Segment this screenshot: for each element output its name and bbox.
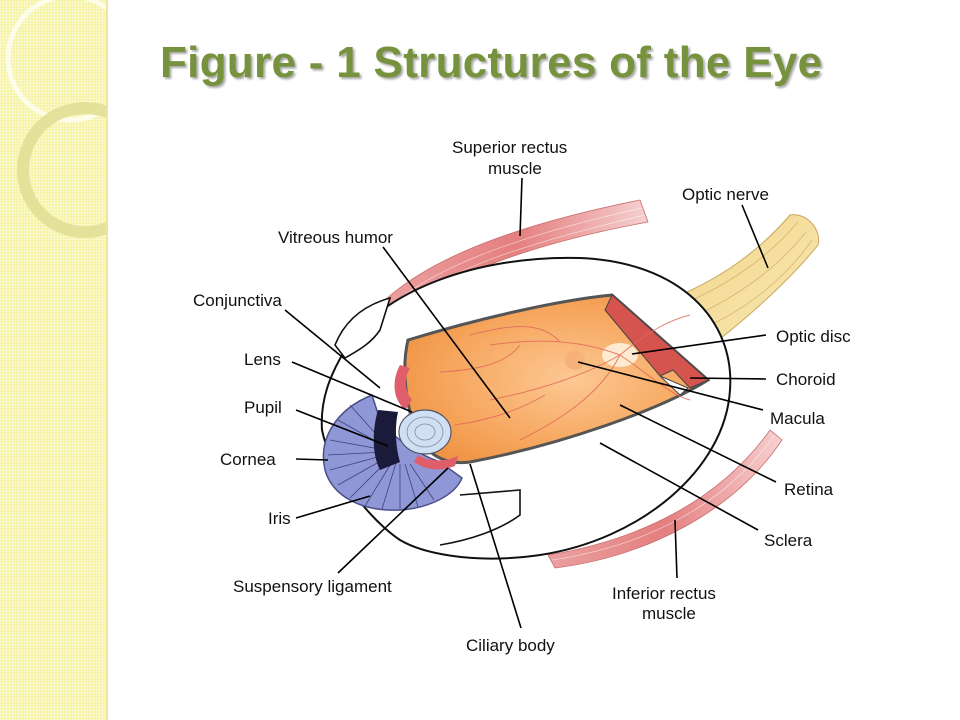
label-sclera: Sclera — [764, 531, 813, 550]
ciliary-body — [394, 365, 412, 410]
page-title: Figure - 1 Structures of the Eye — [160, 38, 823, 87]
label-superior-rectus: Superior rectus — [452, 138, 567, 157]
label-pupil: Pupil — [244, 398, 282, 417]
label-superior-rectus-muscle: muscle — [488, 159, 542, 178]
decorative-sidebar — [0, 0, 108, 720]
label-vitreous-humor: Vitreous humor — [278, 228, 393, 247]
macula — [565, 350, 585, 370]
label-retina: Retina — [784, 480, 834, 499]
label-optic-disc: Optic disc — [776, 327, 851, 346]
label-macula: Macula — [770, 409, 825, 428]
sidebar-circles-decoration — [5, 0, 106, 238]
leader-lines — [284, 177, 777, 629]
label-inferior-rectus: Inferior rectus — [612, 584, 716, 603]
conjunctiva — [334, 296, 392, 360]
label-inferior-rectus-muscle: muscle — [642, 604, 696, 623]
label-iris: Iris — [268, 509, 291, 528]
inferior-rectus-muscle — [547, 429, 783, 569]
label-conjunctiva: Conjunctiva — [193, 291, 282, 310]
label-suspensory-ligament: Suspensory ligament — [233, 577, 392, 596]
label-choroid: Choroid — [776, 370, 836, 389]
label-ciliary-body: Ciliary body — [466, 636, 555, 655]
label-cornea: Cornea — [220, 450, 276, 469]
pupil — [373, 410, 400, 470]
label-optic-nerve: Optic nerve — [682, 185, 769, 204]
lens — [398, 409, 452, 455]
label-lens: Lens — [244, 350, 281, 369]
